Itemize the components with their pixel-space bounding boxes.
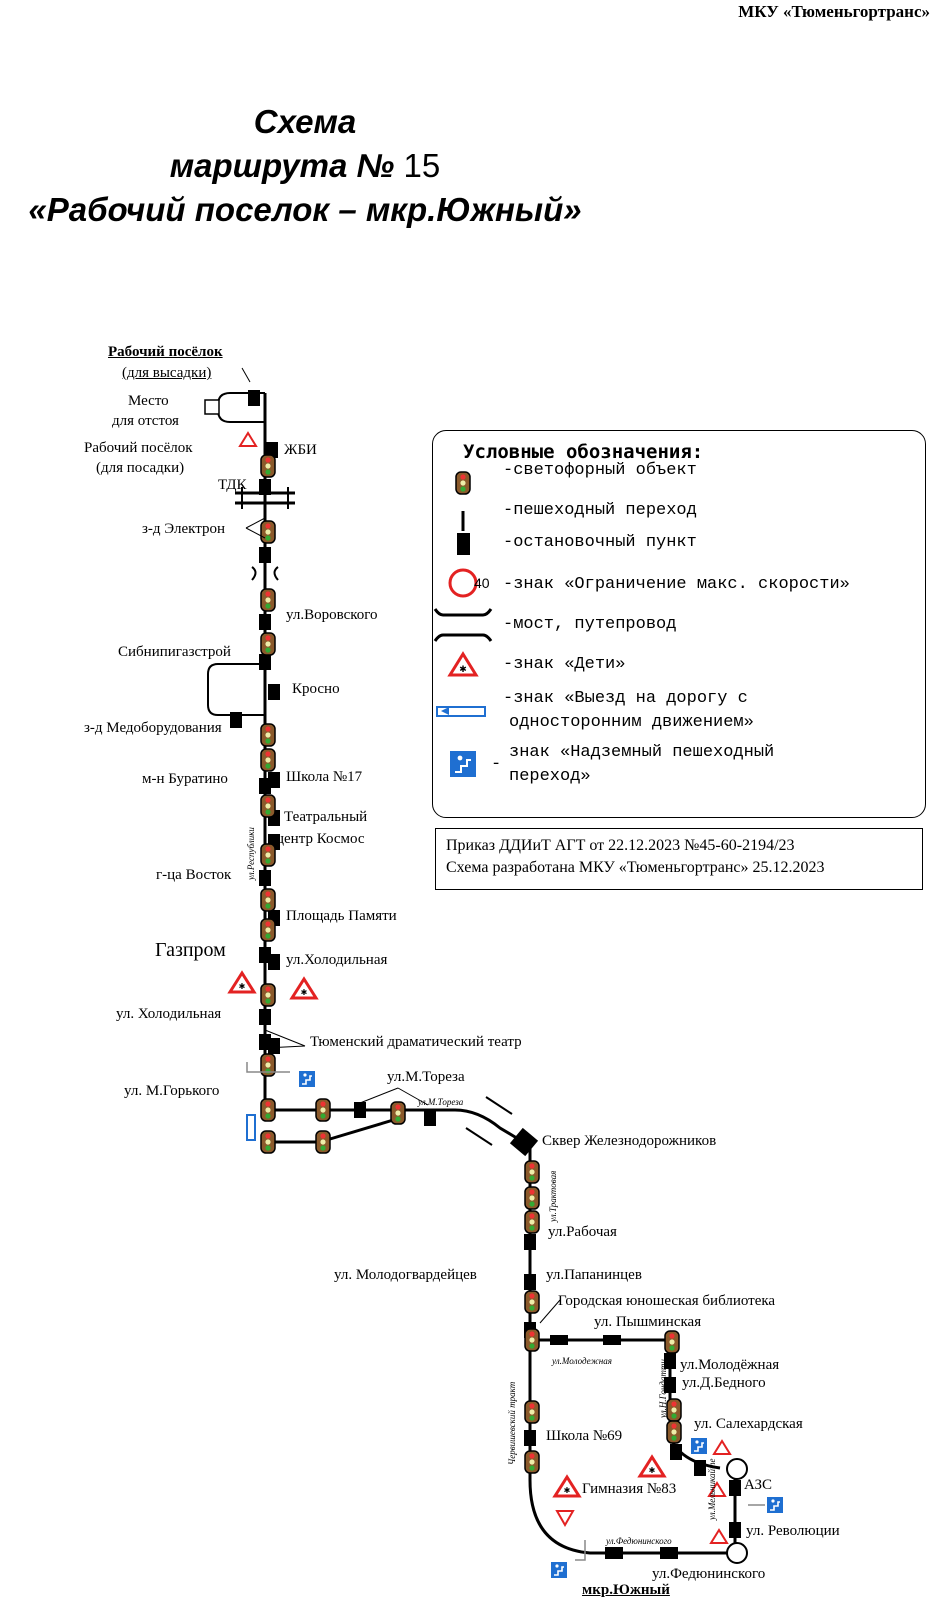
stop-teatr-line2: центр Космос — [276, 831, 365, 847]
legend-stop: -остановочный пункт — [503, 533, 697, 552]
legend-box: Условные обозначения: ✱ 40 -светофорный … — [432, 430, 926, 818]
north-terminal-board-name: Рабочий посёлок — [84, 440, 193, 456]
stop-teatr-line1: Театральный — [284, 809, 368, 825]
street-melnikaite: ул.Мельникайте — [707, 1458, 717, 1520]
stop-sibnipi: Сибнипигазстрой — [118, 644, 231, 660]
legend-overpass-line2: переход» — [509, 767, 591, 786]
legend-traffic-light: -светофорный объект — [503, 461, 697, 480]
order-line-1: Приказ ДДИиТ АГТ от 22.12.2023 №45-60-21… — [446, 837, 795, 854]
street-ponomareva: ул.Н.Гондатти — [658, 1359, 668, 1418]
stop-molodezhnaya: ул.Молодёжная — [680, 1357, 780, 1373]
stop-azs: АЗС — [744, 1477, 772, 1493]
stop-tdk: ТДК — [218, 477, 247, 493]
legend-children: -знак «Дети» — [503, 655, 626, 674]
street-fedyuninskogo: ул.Федюнинского — [606, 1536, 672, 1546]
stop-revolyutsii: ул. Революции — [746, 1523, 840, 1539]
legend-overpass-dash: - — [491, 755, 502, 774]
south-terminal-name: мкр.Южный — [582, 1582, 670, 1598]
stop-kholodilnaya-left: ул. Холодильная — [116, 1006, 222, 1022]
legend-oneway-icon — [436, 706, 486, 717]
title-line-2: маршрута № 15 — [0, 144, 610, 188]
street-traktovaya: ул.Трактовая — [548, 1170, 558, 1222]
north-terminal-board-note: (для посадки) — [96, 460, 185, 476]
stop-krosno: Кросно — [292, 681, 340, 697]
stop-gazprom: Газпром — [155, 939, 226, 961]
stop-rabochaya: ул.Рабочая — [548, 1224, 617, 1240]
legend-overpass-line1: знак «Надземный пешеходный — [509, 743, 775, 762]
stop-medoborud: з-д Медоборудования — [84, 720, 222, 736]
legend-crosswalk: -пешеходный переход — [503, 501, 697, 520]
stop-molodogvard: ул. Молодогвардейцев — [334, 1267, 477, 1283]
stop-bednogo: ул.Д.Бедного — [682, 1375, 766, 1391]
title-line-3: «Рабочий поселок – мкр.Южный» — [28, 191, 582, 228]
legend-speed-value: 40 — [474, 575, 490, 591]
stop-skver: Сквер Железнодорожников — [542, 1133, 717, 1149]
stop-ploshchad: Площадь Памяти — [286, 908, 397, 924]
stop-toreza: ул.М.Тореза — [387, 1069, 465, 1085]
layover-label-line1: Место — [128, 393, 169, 409]
legend-bridge-icon-top — [433, 608, 493, 617]
stop-school17: Школа №17 — [286, 769, 363, 785]
street-respubliki: ул.Республики — [246, 827, 256, 880]
north-terminal-alight-note: (для высадки) — [122, 365, 212, 381]
stop-biblioteka: Городская юношеская библиотека — [558, 1293, 776, 1309]
organization-name: МКУ «Тюменьгортранс» — [738, 2, 930, 21]
stop-elektron: з-д Электрон — [142, 521, 226, 537]
legend-oneway-line1: -знак «Выезд на дорогу с — [503, 689, 748, 708]
legend-overpass-icon — [450, 751, 476, 777]
stop-pyshminskaya: ул. Пышминская — [594, 1314, 702, 1330]
legend-speed-icon — [448, 568, 478, 598]
legend-bridge-icon-bottom — [433, 633, 493, 642]
legend-symbols: ✱ — [433, 471, 493, 777]
order-line-2: Схема разработана МКУ «Тюменьгортранс» 2… — [446, 859, 825, 876]
stop-vorovskogo: ул.Воровского — [286, 607, 378, 623]
legend-oneway-line2: односторонним движением» — [509, 713, 754, 732]
legend-bridge: -мост, путепровод — [503, 615, 677, 634]
order-box: Приказ ДДИиТ АГТ от 22.12.2023 №45-60-21… — [435, 828, 923, 890]
legend-speed-limit: -знак «Ограничение макс. скорости» — [503, 575, 850, 594]
street-molodezhnaya: ул.Молодежная — [552, 1356, 612, 1366]
title-line-1: Схема — [253, 103, 357, 140]
stop-fedyuninskogo: ул.Федюнинского — [652, 1566, 766, 1582]
layover-label-line2: для отстоя — [112, 413, 179, 429]
title-route-number: 15 — [403, 147, 441, 184]
title-route-prefix: маршрута № — [169, 147, 395, 184]
stop-papanintsev: ул.Папанинцев — [546, 1267, 642, 1283]
stop-zhbi: ЖБИ — [284, 442, 317, 458]
street-chervishevsky: Червишевский тракт — [507, 1381, 517, 1465]
stop-school69: Школа №69 — [546, 1428, 623, 1444]
stop-kholodilnaya-right: ул.Холодильная — [286, 952, 388, 968]
svg-text:✱: ✱ — [459, 665, 467, 675]
legend-traffic-light-icon — [455, 471, 471, 495]
stop-gorkogo: ул. М.Горького — [124, 1083, 220, 1099]
legend-title: Условные обозначения: — [463, 441, 704, 463]
north-terminal-alight-name: Рабочий посёлок — [108, 344, 223, 360]
legend-children-icon: ✱ — [447, 651, 479, 677]
stop-salekhardskaya: ул. Салехардская — [694, 1416, 803, 1432]
legend-stop-icon — [457, 533, 470, 555]
stop-gimnaziya: Гимназия №83 — [582, 1481, 677, 1497]
stop-buratino: м-н Буратино — [142, 771, 228, 787]
stop-dramteatr: Тюменский драматический театр — [310, 1034, 522, 1050]
street-toreza: ул.М.Тореза — [418, 1097, 464, 1107]
stop-vostok: г-ца Восток — [156, 867, 232, 883]
